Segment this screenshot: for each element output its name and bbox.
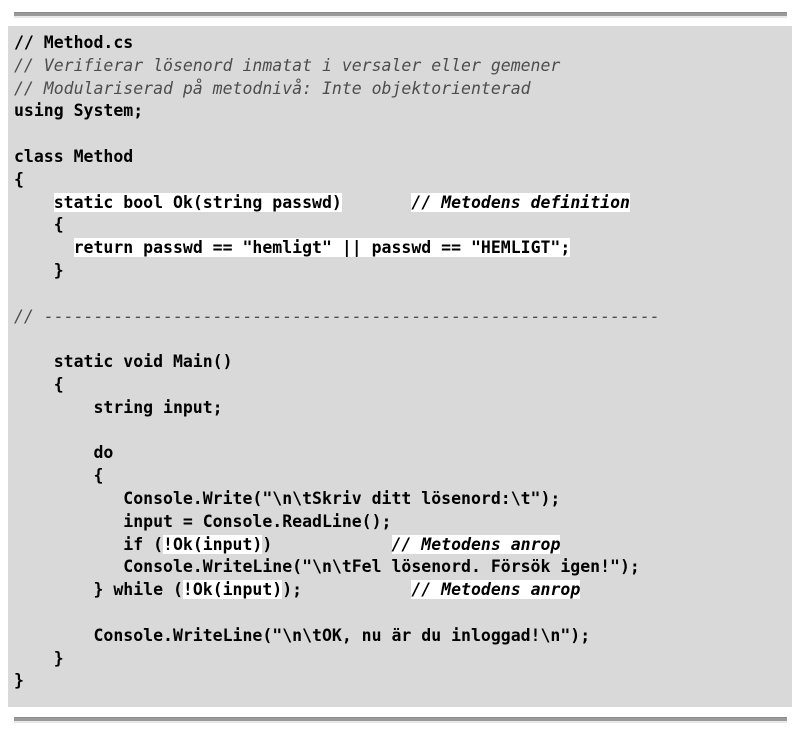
code-line: // Verifierar lösenord inmatat i versale… [14, 55, 792, 78]
code-line: Console.Write("\n\tSkriv ditt lösenord:\… [14, 488, 792, 511]
code-token-plain [14, 193, 54, 212]
code-token-plain: class Method [14, 146, 134, 166]
code-token-plain: { [14, 169, 24, 189]
code-token-plain: { [14, 374, 64, 394]
code-token-plain: { [14, 466, 104, 486]
code-token-highlight: return passwd == "hemligt" || passwd == … [73, 238, 571, 258]
code-line: input = Console.ReadLine(); [14, 511, 792, 534]
code-line [14, 328, 792, 351]
code-line: // Method.cs [14, 32, 792, 55]
code-token-highlight: !Ok(input) [182, 580, 283, 600]
code-line: } [14, 670, 792, 693]
code-line: { [14, 169, 792, 192]
code-token-highlight: !Ok(input) [163, 534, 263, 554]
code-token-plain: ); [282, 580, 412, 600]
code-line [14, 283, 792, 306]
code-token-plain: } while ( [14, 580, 183, 600]
code-token-plain: Console.Write("\n\tSkriv ditt lösenord:\… [14, 488, 561, 508]
code-token-plain: Console.WriteLine("\n\tOK, nu är du inlo… [14, 625, 591, 645]
code-line: // Modulariserad på metodnivå: Inte obje… [14, 78, 792, 101]
code-token-plain: } [14, 671, 24, 691]
code-line: } [14, 260, 792, 283]
code-block[interactable]: // Method.cs // Verifierar lösenord inmat… [8, 26, 792, 707]
code-token-plain [342, 193, 412, 212]
code-token-plain: do [14, 443, 114, 463]
code-line: return passwd == "hemligt" || passwd == … [14, 237, 792, 260]
code-token-plain: { [14, 215, 64, 235]
code-line [14, 602, 792, 625]
code-line: { [14, 465, 792, 488]
bottom-divider-rule [14, 717, 787, 723]
code-line: string input; [14, 397, 792, 420]
code-token-plain: if ( [14, 534, 164, 554]
code-token-plain: // Method.cs [14, 33, 134, 52]
code-line: Console.WriteLine("\n\tOK, nu är du inlo… [14, 625, 792, 648]
code-line: do [14, 442, 792, 465]
code-token-plain: ) [262, 534, 392, 554]
code-line: static void Main() [14, 351, 792, 374]
code-line: // -------------------------------------… [14, 306, 792, 329]
code-line: class Method [14, 146, 792, 169]
code-line: using System; [14, 100, 792, 123]
code-token-plain: } [14, 648, 64, 668]
code-line: } while (!Ok(input)); // Metodens anrop [14, 579, 792, 602]
code-line: static bool Ok(string passwd) // Metoden… [14, 192, 792, 215]
code-token-plain: using System; [14, 101, 144, 121]
code-line: { [14, 214, 792, 237]
code-token-highlight: static bool Ok(string passwd) [53, 192, 342, 212]
code-token-comment-bold-highlight: // Metodens anrop [391, 534, 561, 554]
code-line: } [14, 648, 792, 671]
code-token-comment: // -------------------------------------… [14, 306, 660, 326]
top-divider-rule [14, 12, 787, 18]
code-token-plain: string input; [14, 397, 223, 417]
code-line [14, 123, 792, 146]
code-token-comment-bold-highlight: // Metodens anrop [411, 580, 581, 600]
code-line: { [14, 374, 792, 397]
code-token-comment: // Modulariserad på metodnivå: Inte obje… [14, 78, 531, 98]
code-token-comment-bold-highlight: // Metodens definition [411, 192, 630, 212]
code-token-plain: input = Console.ReadLine(); [14, 511, 392, 531]
code-token-plain [14, 238, 74, 257]
code-token-comment: // Verifierar lösenord inmatat i versale… [14, 55, 561, 75]
code-line: if (!Ok(input)) // Metodens anrop [14, 534, 792, 557]
code-token-plain: } [14, 260, 64, 280]
code-line [14, 420, 792, 443]
code-token-plain: static void Main() [14, 352, 233, 372]
code-token-plain: Console.WriteLine("\n\tFel lösenord. För… [14, 557, 640, 577]
code-line: Console.WriteLine("\n\tFel lösenord. För… [14, 556, 792, 579]
